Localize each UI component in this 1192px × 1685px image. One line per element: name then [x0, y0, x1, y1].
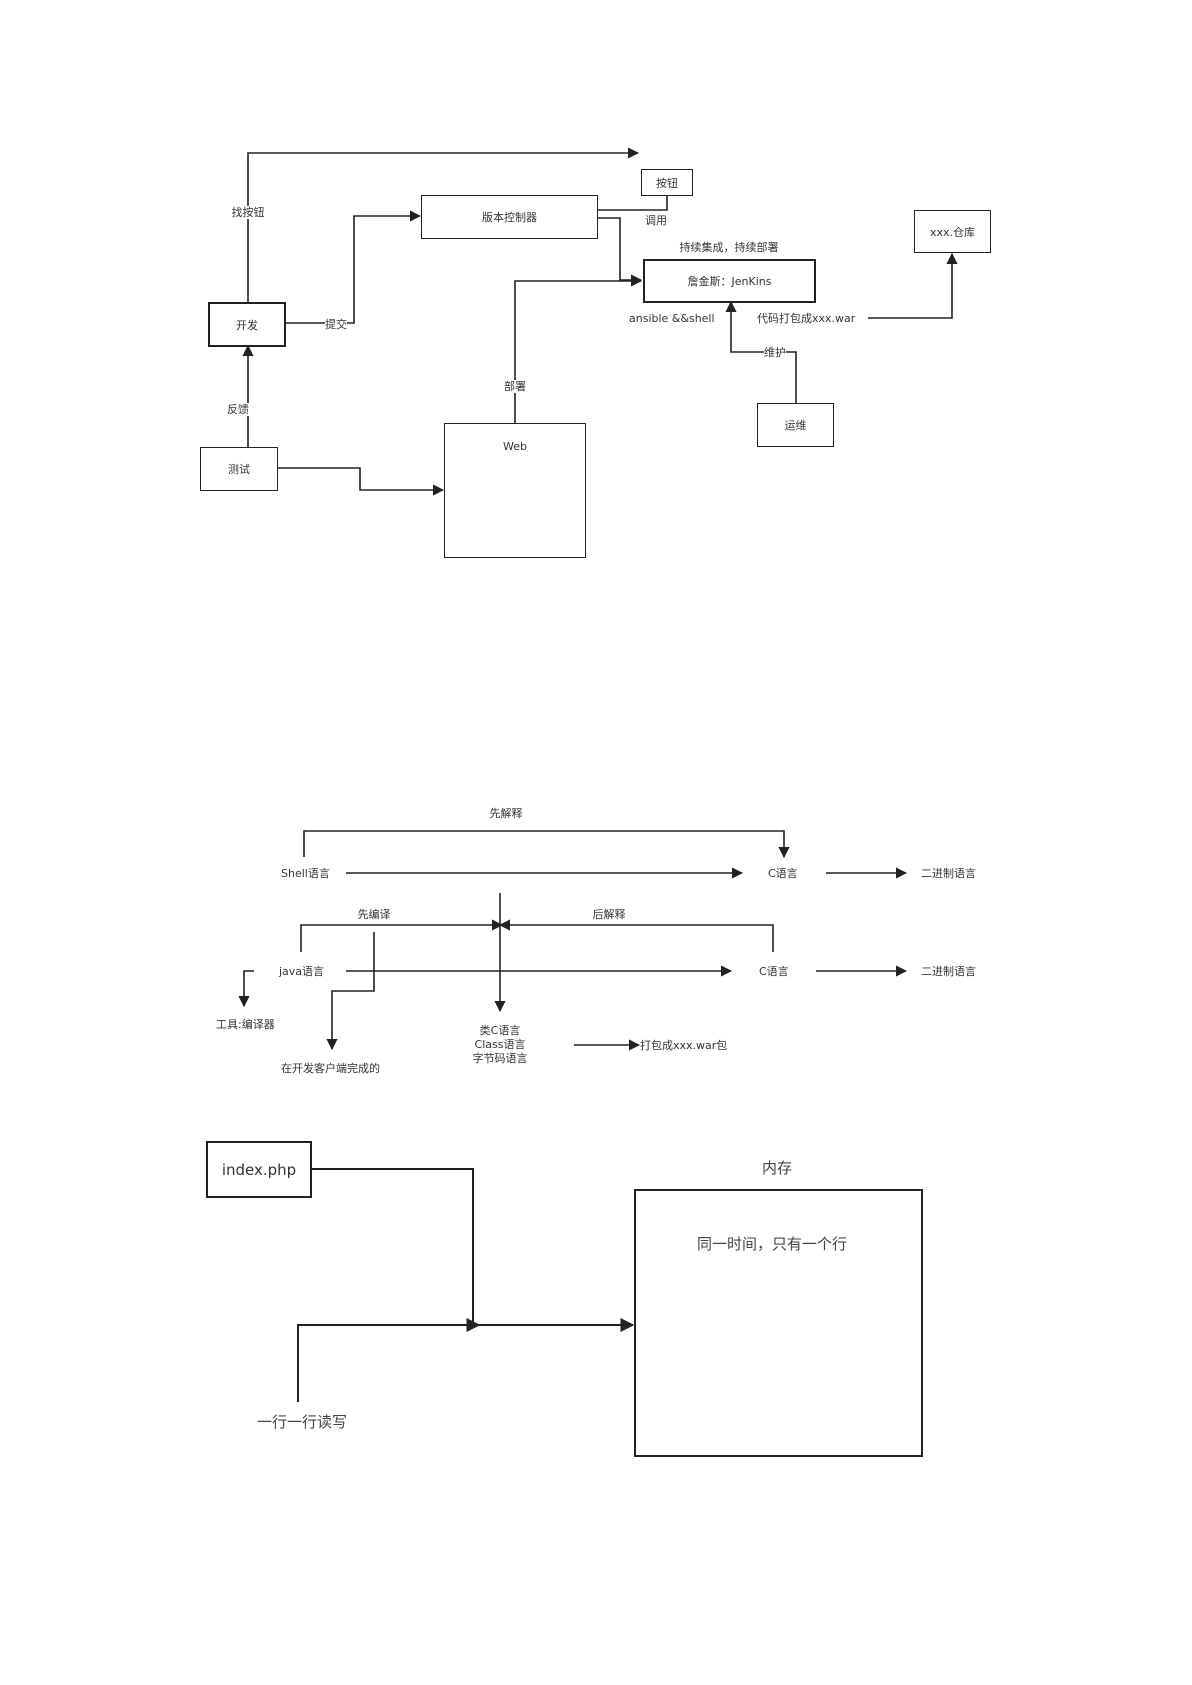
- label-bytecode-stack: 类C语言 Class语言 字节码语言: [473, 1024, 528, 1066]
- label-interpret-after: 后解释: [593, 908, 626, 921]
- label-compile-first: 先编译: [358, 908, 391, 921]
- label-submit: 提交: [325, 318, 347, 331]
- label-ci-cd: 持续集成，持续部署: [680, 241, 779, 254]
- edge-vcs-to-jenkins: [598, 218, 641, 280]
- node-jenkins: 詹金斯：JenKins: [643, 259, 816, 303]
- edge-interpret-after: [500, 925, 773, 952]
- edge-dev-to-vcs: [285, 216, 420, 323]
- edge-interpret-first: [304, 831, 784, 857]
- label-binary-language-1: 二进制语言: [921, 867, 976, 880]
- label-binary-language-2: 二进制语言: [921, 965, 976, 978]
- label-tool-compiler: 工具:编译器: [216, 1018, 275, 1031]
- label-class-language: Class语言: [473, 1038, 528, 1052]
- label-call: 调用: [645, 214, 667, 227]
- label-c-language-2: C语言: [759, 965, 789, 978]
- edge-compile-to-client: [332, 932, 374, 1049]
- label-maintain: 维护: [764, 346, 786, 359]
- label-memory-title: 内存: [762, 1162, 792, 1175]
- node-memory: 同一时间，只有一个行: [634, 1189, 923, 1457]
- node-button: 按钮: [641, 169, 693, 196]
- label-interpret-first: 先解释: [490, 807, 523, 820]
- label-ansible-shell: ansible &&shell: [629, 312, 715, 325]
- edge-package-to-repo: [868, 254, 952, 318]
- label-line-by-line-read-write: 一行一行读写: [257, 1416, 347, 1429]
- edge-compile-first: [301, 925, 502, 952]
- edge-button-to-vcs: [598, 196, 667, 210]
- label-java-language: java语言: [279, 965, 324, 978]
- edge-java-to-tool: [244, 971, 254, 1006]
- label-c-like-language: 类C语言: [473, 1024, 528, 1038]
- label-client-completed: 在开发客户端完成的: [281, 1062, 380, 1075]
- label-shell-language: Shell语言: [281, 867, 330, 880]
- label-package-war: 代码打包成xxx.war: [757, 312, 855, 325]
- edge-index-to-join: [312, 1169, 473, 1325]
- label-memory-note: 同一时间，只有一个行: [697, 1233, 847, 1254]
- label-package-war-file: 打包成xxx.war包: [640, 1039, 727, 1052]
- label-c-language-1: C语言: [768, 867, 798, 880]
- node-development: 开发: [208, 302, 286, 347]
- edge-web-to-jenkins: [515, 281, 641, 423]
- node-web: Web: [444, 423, 586, 558]
- label-bytecode-language: 字节码语言: [473, 1052, 528, 1066]
- node-operations: 运维: [757, 403, 834, 447]
- node-version-control: 版本控制器: [421, 195, 598, 239]
- node-index-php: index.php: [206, 1141, 312, 1198]
- edge-test-to-web: [277, 468, 443, 490]
- node-testing: 测试: [200, 447, 278, 491]
- edge-readwrite-to-join: [298, 1325, 479, 1402]
- label-deploy: 部署: [504, 380, 526, 393]
- node-repository: xxx.仓库: [914, 210, 991, 253]
- label-find-button: 找按钮: [232, 206, 265, 219]
- label-feedback: 反馈: [227, 403, 249, 416]
